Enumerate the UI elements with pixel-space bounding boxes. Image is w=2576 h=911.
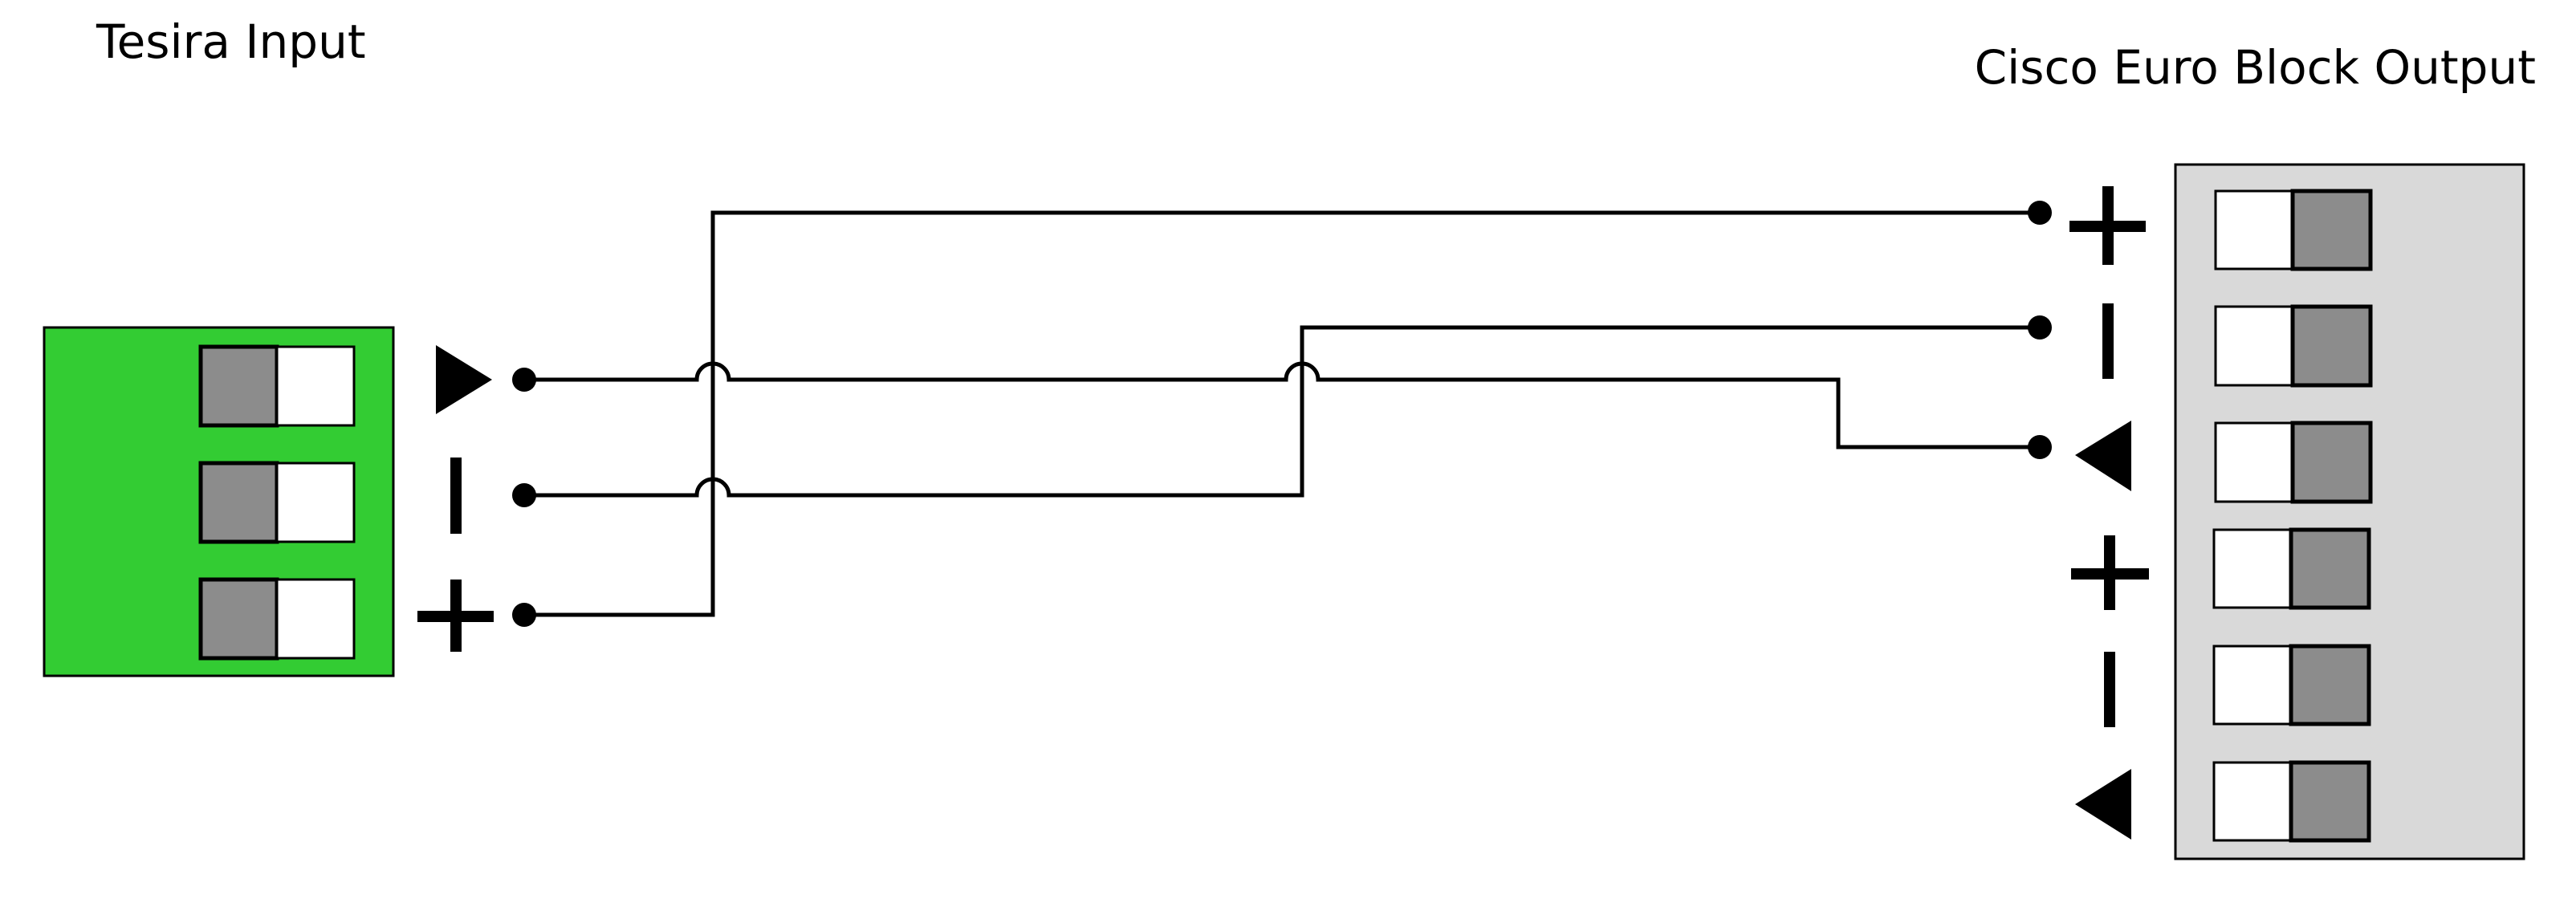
output-dot-minus xyxy=(2028,315,2052,340)
wire-minus xyxy=(524,325,2040,498)
output-terminal-6 xyxy=(2212,760,2371,843)
output-title: Cisco Euro Block Output xyxy=(1974,40,2536,95)
ground-triangle-icon xyxy=(436,345,492,414)
input-terminal-3 xyxy=(198,577,356,661)
wire-ground xyxy=(524,361,2040,449)
plus-icon xyxy=(417,580,494,652)
input-terminal-1 xyxy=(198,344,356,428)
input-title: Tesira Input xyxy=(96,14,366,69)
ground-triangle-icon xyxy=(2075,769,2131,840)
output-dot-ground xyxy=(2028,435,2052,459)
output-terminal-3 xyxy=(2214,421,2373,504)
output-dot-plus xyxy=(2028,201,2052,225)
output-terminal-1 xyxy=(2214,189,2373,271)
ground-triangle-icon xyxy=(2075,421,2131,491)
plus-icon xyxy=(2069,186,2146,265)
wire-plus xyxy=(524,210,2040,617)
tesira-input-block xyxy=(43,326,395,677)
output-terminal-4 xyxy=(2212,527,2371,610)
output-block-body xyxy=(2174,163,2525,860)
input-terminal-2 xyxy=(198,461,356,544)
output-terminal-5 xyxy=(2212,644,2371,726)
cisco-output-block xyxy=(2174,163,2525,860)
output-terminal-2 xyxy=(2214,304,2373,388)
plus-icon xyxy=(2071,535,2149,610)
